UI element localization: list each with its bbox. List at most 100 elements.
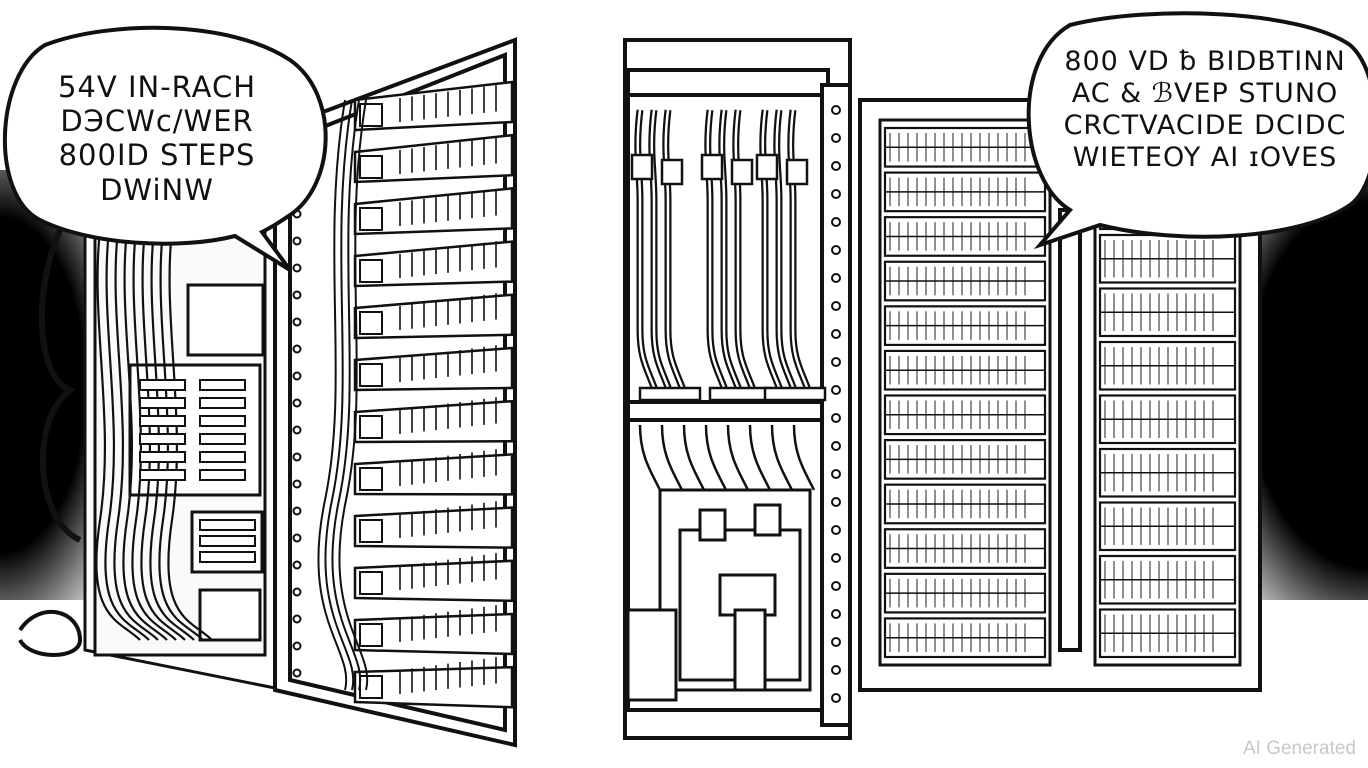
lower-cable-run bbox=[638, 424, 816, 491]
shelf-port bbox=[359, 519, 383, 543]
power-cable bbox=[122, 229, 168, 641]
rail-hole bbox=[292, 560, 302, 570]
busbar-highlight bbox=[636, 109, 657, 391]
rail-hole bbox=[831, 469, 841, 479]
rail-hole bbox=[292, 452, 302, 462]
lower-cable bbox=[748, 424, 772, 491]
rail-hole bbox=[292, 317, 302, 327]
rail-hole bbox=[831, 665, 841, 675]
busbar-cables bbox=[630, 109, 827, 402]
breaker-switch bbox=[199, 433, 246, 445]
power-cable bbox=[104, 229, 150, 641]
breaker-switch bbox=[139, 469, 186, 481]
shelf-port bbox=[359, 259, 383, 283]
busbar-clamp bbox=[638, 386, 702, 402]
rail-hole bbox=[292, 425, 302, 435]
front-cable bbox=[338, 99, 369, 691]
busbar-connector bbox=[630, 153, 654, 181]
terminal-slot bbox=[199, 551, 256, 563]
bottom-terminal-block bbox=[198, 588, 262, 642]
rail-hole bbox=[292, 614, 302, 624]
rail-hole bbox=[831, 441, 841, 451]
power-cable bbox=[113, 229, 159, 641]
terminal-slot bbox=[199, 519, 256, 531]
shelf-port bbox=[359, 207, 383, 231]
right-bubble-text: 800 VD ƀ BIDBTINN AC & ℬVEP STUNO CRCTVA… bbox=[1040, 46, 1368, 173]
right-bubble-line: 800 VD ƀ BIDBTINN bbox=[1064, 46, 1346, 77]
breaker-slots bbox=[139, 379, 256, 563]
power-cable bbox=[158, 229, 204, 641]
rail-hole bbox=[292, 371, 302, 381]
left-speech-bubble bbox=[3, 25, 328, 272]
shelf-port bbox=[359, 103, 383, 127]
left-bubble-line: DWiNW bbox=[100, 172, 214, 207]
left-bubble-text: 54V IN-RACH DЭCWc/WER 800ID STEPS DWiNW bbox=[22, 70, 292, 207]
front-cable bbox=[317, 99, 348, 691]
shelf-port bbox=[359, 467, 383, 491]
breaker-switch bbox=[199, 469, 246, 481]
server-rack-a bbox=[878, 118, 1052, 667]
dc-dc-converter-box bbox=[626, 488, 812, 702]
shelf-port bbox=[359, 311, 383, 335]
shelf-port bbox=[359, 155, 383, 179]
rail-hole bbox=[831, 693, 841, 703]
power-cable bbox=[167, 229, 213, 641]
rail-hole bbox=[831, 553, 841, 563]
power-cable bbox=[131, 229, 177, 641]
rail-hole bbox=[292, 290, 302, 300]
lower-cable bbox=[682, 424, 706, 491]
busbar-highlight bbox=[734, 109, 755, 391]
busbar-highlight bbox=[761, 109, 782, 391]
busbar-connector bbox=[730, 158, 754, 186]
breaker-switch bbox=[199, 397, 246, 409]
rail-hole bbox=[831, 581, 841, 591]
shelf-port bbox=[359, 571, 383, 595]
breaker-switch bbox=[199, 415, 246, 427]
front-cable bbox=[331, 99, 362, 691]
rail-hole bbox=[831, 161, 841, 171]
left-bubble-line: 54V IN-RACH bbox=[57, 70, 257, 104]
terminal-slot bbox=[199, 535, 256, 547]
rail-hole bbox=[831, 357, 841, 367]
breaker-switch bbox=[139, 379, 186, 391]
lower-cable bbox=[660, 424, 684, 491]
breaker-switch bbox=[139, 397, 186, 409]
rail-hole bbox=[831, 497, 841, 507]
rail-hole bbox=[831, 133, 841, 143]
rail-hole bbox=[292, 263, 302, 273]
ai-generated-watermark: AI Generated bbox=[1242, 738, 1356, 759]
busbar-connector bbox=[755, 153, 779, 181]
lower-cable bbox=[770, 424, 794, 491]
busbar-highlight bbox=[650, 109, 671, 391]
right-bubble-line: AC & ℬVEP STUNO bbox=[1071, 77, 1339, 109]
busbar-highlight bbox=[720, 109, 741, 391]
rail-hole bbox=[292, 236, 302, 246]
thick-cable bbox=[38, 228, 82, 543]
rail-hole bbox=[831, 385, 841, 395]
rail-hole bbox=[831, 637, 841, 647]
busbar-highlight bbox=[706, 109, 727, 391]
shelf-port bbox=[359, 415, 383, 439]
rail-hole bbox=[292, 398, 302, 408]
busbar-connector bbox=[700, 153, 724, 181]
rail-hole bbox=[831, 105, 841, 115]
breaker-switch bbox=[139, 451, 186, 463]
right-speech-bubble bbox=[1026, 11, 1368, 250]
rail-hole bbox=[292, 668, 302, 678]
left-bubble-line: 800ID STEPS bbox=[58, 138, 256, 173]
left-cable-bundle bbox=[18, 228, 213, 657]
rail-hole bbox=[292, 344, 302, 354]
busbar-clamp bbox=[708, 386, 772, 402]
rail-hole bbox=[831, 525, 841, 535]
busbar-clamp bbox=[763, 386, 827, 402]
busbar-highlight bbox=[789, 109, 810, 391]
rail-hole bbox=[831, 273, 841, 283]
lower-cable bbox=[704, 424, 728, 491]
breaker-switch bbox=[199, 379, 246, 391]
rail-hole bbox=[831, 245, 841, 255]
rail-hole bbox=[831, 301, 841, 311]
right-bubble-line: WIETEOY AI ɪOVES bbox=[1072, 141, 1338, 173]
power-cable bbox=[140, 229, 186, 641]
